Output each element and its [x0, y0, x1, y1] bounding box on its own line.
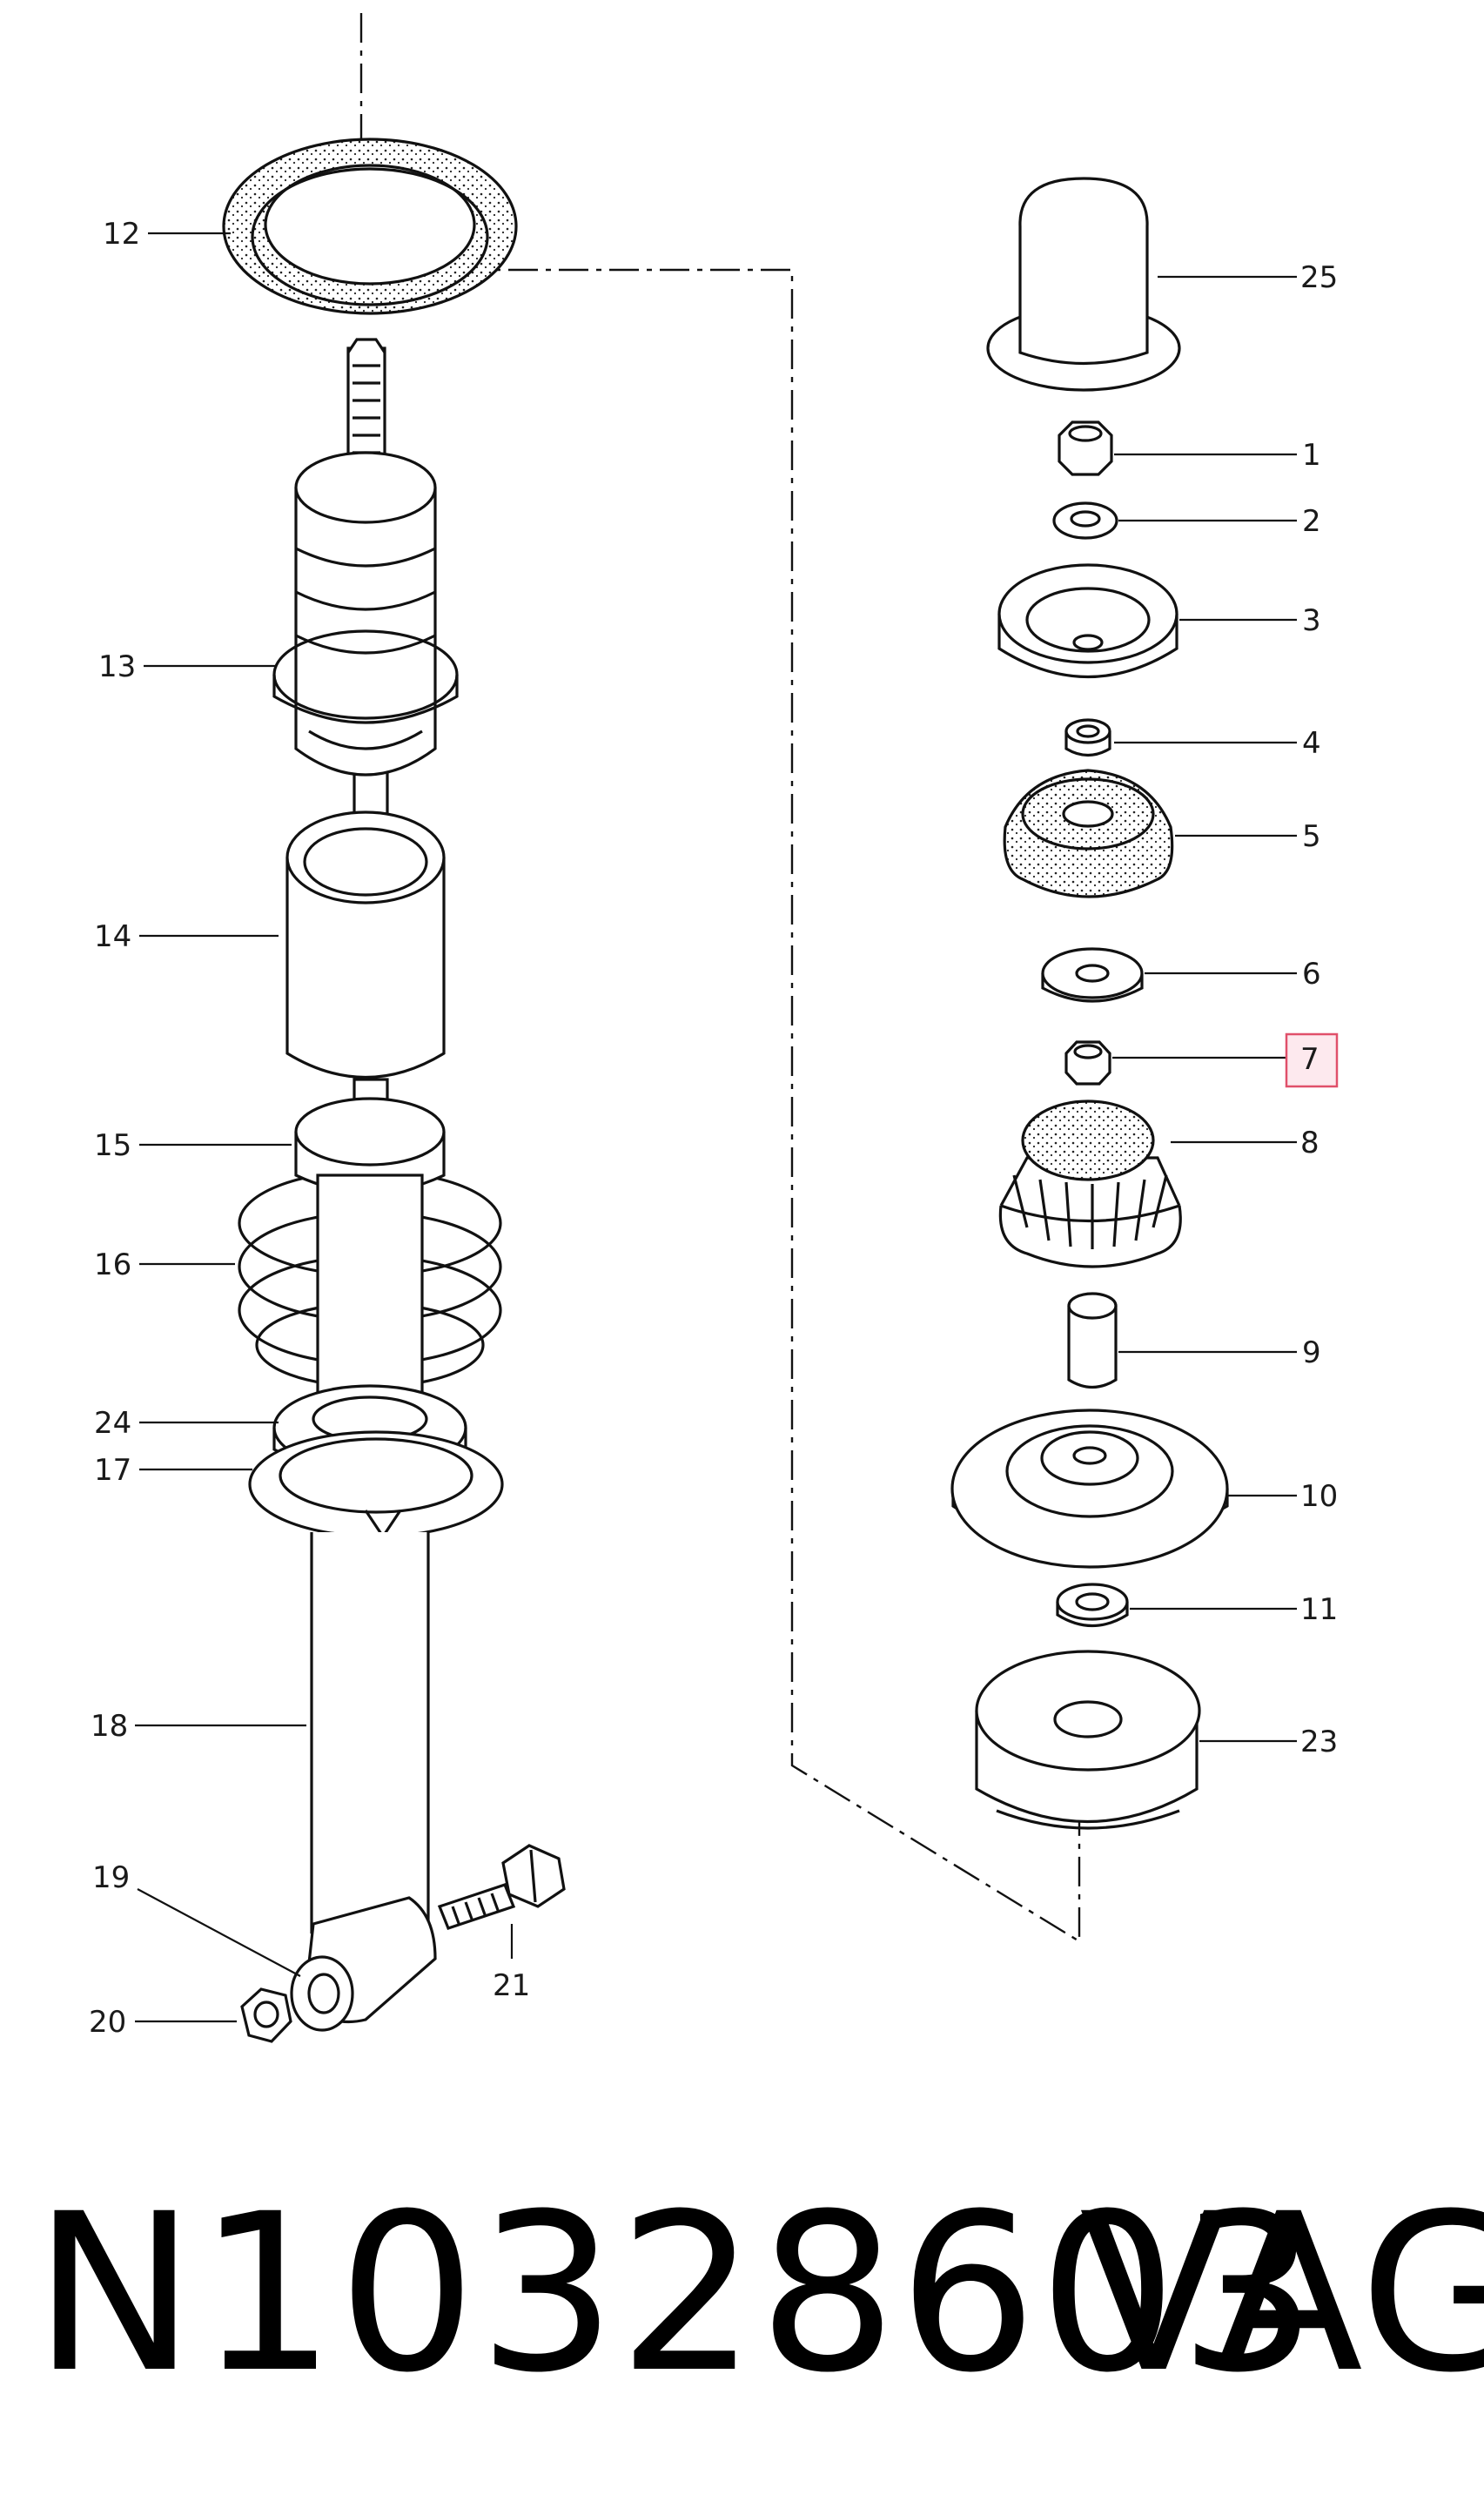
part-17-lower-spring-seat: [248, 1430, 504, 1539]
callout-4: 4: [1302, 726, 1321, 761]
callout-13: 13: [98, 649, 136, 684]
part-11-bushing: [1056, 1583, 1129, 1628]
callout-15: 15: [94, 1128, 131, 1163]
callout-12: 12: [103, 217, 140, 252]
lower-eye-bushing: [290, 1896, 437, 2032]
part-18-shock-body: [310, 1532, 430, 1949]
callout-16: 16: [94, 1247, 131, 1282]
part-10-mount-plate: [950, 1409, 1229, 1569]
callout-14: 14: [94, 919, 131, 954]
callout-17: 17: [94, 1453, 131, 1488]
part-12-dust-seal: [222, 138, 518, 315]
callout-11: 11: [1300, 1592, 1338, 1627]
part-2-washer: [1052, 501, 1118, 540]
part-5-rubber-mount: [1003, 769, 1174, 898]
part-number: N10328603: [33, 2167, 1319, 2420]
callout-8: 8: [1300, 1126, 1319, 1160]
assembly-axis-line: [359, 13, 1081, 1944]
callout-7-highlight: [1285, 1032, 1339, 1088]
callout-19: 19: [92, 1860, 130, 1895]
part-3-cup-washer: [997, 563, 1178, 679]
part-13-bump-stop: [272, 451, 459, 777]
part-6-washer: [1041, 947, 1144, 1003]
callout-18: 18: [91, 1709, 128, 1744]
part-8-upper-mount: [998, 1099, 1182, 1268]
part-14-protective-tube: [285, 810, 446, 1079]
callout-20: 20: [89, 2005, 126, 2040]
callout-7: 7: [1300, 1042, 1319, 1077]
leader-lines: [135, 232, 1297, 2023]
callout-6: 6: [1302, 957, 1321, 992]
part-25-protective-cap: [986, 177, 1181, 392]
part-1-nut: [1058, 420, 1113, 476]
callout-10: 10: [1300, 1479, 1338, 1514]
manufacturer-name: VAG: [1079, 2167, 1484, 2420]
callout-3: 3: [1302, 603, 1321, 638]
part-9-spacer-tube: [1067, 1292, 1118, 1389]
part-20-nut: [240, 1987, 292, 2043]
callout-25: 25: [1300, 260, 1338, 295]
part-23-rubber-buffer: [975, 1650, 1201, 1830]
part-7-nut: [1064, 1040, 1111, 1086]
part-4-sleeve: [1064, 718, 1111, 757]
callout-9: 9: [1302, 1335, 1321, 1370]
callout-2: 2: [1302, 504, 1321, 539]
callout-21: 21: [493, 1968, 530, 2003]
callout-1: 1: [1302, 438, 1321, 473]
callout-5: 5: [1302, 819, 1321, 854]
part-21-bolt: [437, 1844, 566, 1930]
callout-24: 24: [94, 1406, 131, 1441]
callout-23: 23: [1300, 1725, 1338, 1759]
